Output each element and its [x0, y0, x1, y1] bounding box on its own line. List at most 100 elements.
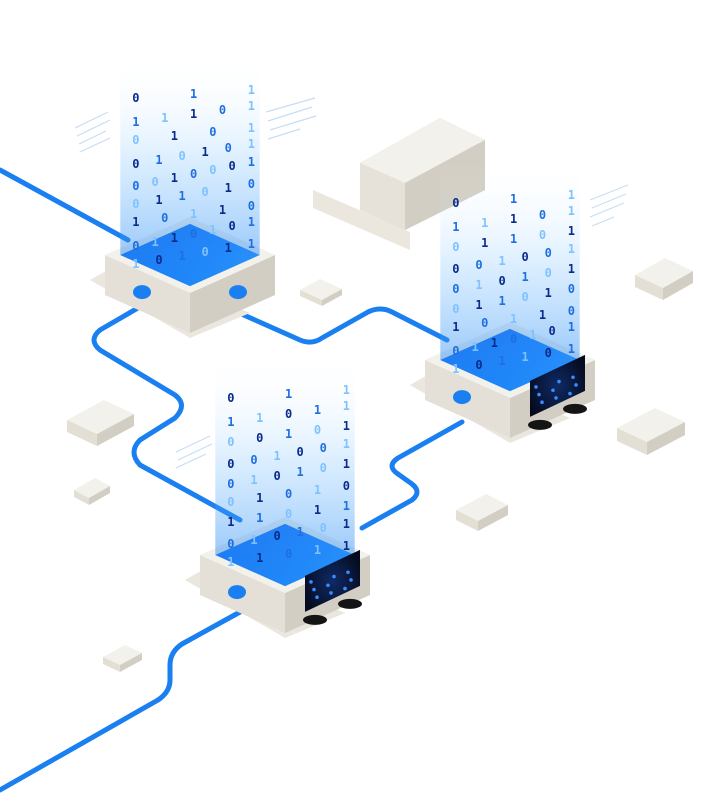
- binary-digit: 1: [190, 87, 197, 101]
- network-cable-icon: [0, 167, 131, 243]
- binary-digit: 1: [522, 270, 529, 284]
- binary-digit: 1: [250, 533, 257, 547]
- binary-digit: 1: [343, 499, 350, 513]
- binary-digit: 1: [209, 223, 216, 237]
- binary-digit: 0: [568, 304, 575, 318]
- data-stream-icon: [120, 55, 260, 287]
- binary-digit: 0: [285, 547, 292, 561]
- binary-digit: 0: [452, 282, 459, 296]
- binary-digit: 0: [320, 441, 327, 455]
- binary-digit: 1: [152, 235, 159, 249]
- binary-digit: 1: [155, 153, 162, 167]
- binary-digit: 1: [190, 207, 197, 221]
- binary-digit: 1: [297, 525, 304, 539]
- binary-digit: 1: [568, 262, 575, 276]
- binary-digit: 1: [522, 350, 529, 364]
- binary-digit: 0: [227, 477, 234, 491]
- binary-digit: 1: [343, 419, 350, 433]
- binary-digit: 0: [545, 246, 552, 260]
- binary-digit: 0: [510, 332, 517, 346]
- binary-digit: 0: [285, 407, 292, 421]
- binary-digit: 1: [343, 399, 350, 413]
- binary-digit: 0: [209, 125, 216, 139]
- binary-digit: 0: [202, 245, 209, 259]
- binary-digit: 1: [248, 155, 255, 169]
- led-panel-icon: [305, 549, 360, 612]
- binary-digit: 0: [285, 487, 292, 501]
- network-cables: [0, 167, 465, 793]
- binary-digit: 1: [132, 257, 139, 271]
- binary-digit: 1: [297, 465, 304, 479]
- binary-digit: 0: [248, 199, 255, 213]
- binary-digit: 0: [225, 141, 232, 155]
- binary-digit: 0: [250, 453, 257, 467]
- binary-digit: 1: [498, 254, 505, 268]
- binary-digit: 0: [285, 507, 292, 521]
- binary-digit: 0: [498, 274, 505, 288]
- binary-digit: 0: [256, 431, 263, 445]
- binary-digit: 1: [510, 212, 517, 226]
- data-stream-icon: [215, 355, 355, 587]
- binary-digit: 0: [227, 391, 234, 405]
- binary-digit: 1: [227, 555, 234, 569]
- binary-digit: 1: [178, 189, 185, 203]
- binary-digit: 0: [132, 157, 139, 171]
- binary-digit: 1: [452, 220, 459, 234]
- binary-digit: 1: [529, 328, 536, 342]
- binary-digit: 0: [219, 103, 226, 117]
- binary-digit: 0: [155, 253, 162, 267]
- binary-digit: 0: [273, 469, 280, 483]
- binary-digit: 1: [481, 236, 488, 250]
- binary-digit: 1: [568, 242, 575, 256]
- binary-digit: 1: [343, 457, 350, 471]
- binary-digit: 1: [132, 115, 139, 129]
- binary-digit: 1: [491, 336, 498, 350]
- binary-digit: 0: [227, 457, 234, 471]
- block-icon: [635, 258, 693, 300]
- binary-digit: 1: [510, 232, 517, 246]
- binary-digit: 0: [452, 240, 459, 254]
- binary-digit: 1: [568, 320, 575, 334]
- binary-digit: 0: [132, 197, 139, 211]
- binary-digit: 1: [568, 224, 575, 238]
- led-panel-icon: [530, 354, 585, 417]
- binary-digit: 1: [343, 383, 350, 397]
- network-cable-icon: [91, 302, 243, 523]
- binary-digit: 1: [256, 411, 263, 425]
- binary-digit: 1: [171, 129, 178, 143]
- data-dash-marks: [74, 97, 629, 469]
- binary-digit: 1: [314, 543, 321, 557]
- binary-digit: 1: [314, 503, 321, 517]
- binary-digit: 1: [202, 145, 209, 159]
- binary-digit: 1: [248, 137, 255, 151]
- binary-digit: 1: [568, 188, 575, 202]
- binary-digit: 0: [452, 262, 459, 276]
- block-icon: [300, 279, 342, 306]
- binary-digit: 0: [452, 302, 459, 316]
- binary-digit: 1: [225, 241, 232, 255]
- binary-digit: 0: [227, 537, 234, 551]
- binary-digit: 0: [202, 185, 209, 199]
- binary-digit: 0: [161, 211, 168, 225]
- binary-digit: 0: [475, 358, 482, 372]
- binary-digit: 0: [132, 239, 139, 253]
- port-icon: [133, 285, 151, 300]
- binary-digit: 1: [227, 415, 234, 429]
- binary-digit: 1: [248, 237, 255, 251]
- binary-digit: 1: [285, 427, 292, 441]
- binary-digit: 1: [343, 437, 350, 451]
- binary-digit: 0: [545, 266, 552, 280]
- binary-digit: 0: [190, 167, 197, 181]
- binary-digit: 1: [256, 491, 263, 505]
- port-icon: [229, 285, 247, 300]
- binary-digit: 1: [227, 515, 234, 529]
- binary-digit: 0: [475, 258, 482, 272]
- binary-digit: 1: [510, 192, 517, 206]
- binary-digit: 1: [452, 320, 459, 334]
- binary-digit: 0: [545, 346, 552, 360]
- binary-digit: 1: [219, 203, 226, 217]
- binary-digit: 0: [539, 228, 546, 242]
